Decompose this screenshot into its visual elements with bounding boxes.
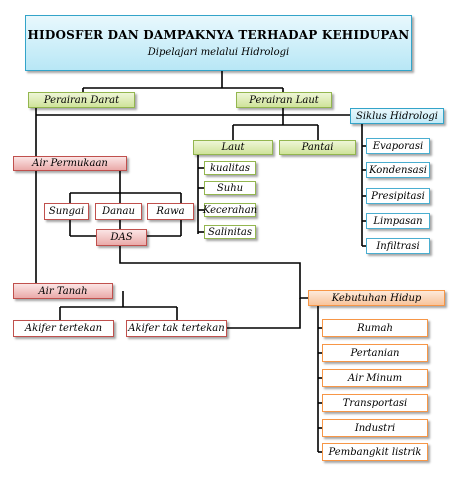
node-perairan-darat: Perairan Darat <box>28 92 135 108</box>
node-pembangkit-listrik: Pembangkit listrik <box>322 443 428 461</box>
node-presipitasi: Presipitasi <box>366 188 430 204</box>
node-air-permukaan: Air Permukaan <box>13 156 127 171</box>
node-sungai: Sungai <box>44 203 89 220</box>
node-infiltrasi: Infiltrasi <box>366 238 430 254</box>
node-das: DAS <box>96 229 147 246</box>
diagram-title: HIDOSFER DAN DAMPAKNYA TERHADAP KEHIDUPA… <box>27 28 410 42</box>
node-rawa: Rawa <box>147 203 194 220</box>
node-perairan-laut: Perairan Laut <box>236 92 332 108</box>
node-transportasi: Transportasi <box>322 394 428 412</box>
node-kebutuhan-hidup: Kebutuhan Hidup <box>308 290 445 306</box>
node-limpasan: Limpasan <box>366 213 430 229</box>
node-salinitas: Salinitas <box>204 225 256 239</box>
node-air-minum: Air Minum <box>322 369 428 387</box>
diagram-subtitle: Dipelajari melalui Hidrologi <box>147 47 290 58</box>
node-suhu: Suhu <box>204 181 256 195</box>
node-air-tanah: Air Tanah <box>13 283 113 299</box>
node-pantai: Pantai <box>279 140 356 155</box>
node-siklus-hidrologi: Siklus Hidrologi <box>350 108 444 124</box>
node-kualitas: kualitas <box>204 161 256 175</box>
node-akifer-tak-tertekan: Akifer tak tertekan <box>126 320 227 337</box>
node-rumah: Rumah <box>322 319 428 337</box>
node-industri: Industri <box>322 419 428 437</box>
node-akifer-tertekan: Akifer tertekan <box>13 320 114 337</box>
node-kecerahan: Kecerahan <box>202 203 258 217</box>
node-danau: Danau <box>95 203 142 220</box>
title-box: HIDOSFER DAN DAMPAKNYA TERHADAP KEHIDUPA… <box>25 15 412 71</box>
node-evaporasi: Evaporasi <box>366 138 430 154</box>
node-laut: Laut <box>193 140 273 155</box>
node-kondensasi: Kondensasi <box>366 162 430 178</box>
node-pertanian: Pertanian <box>322 344 428 362</box>
